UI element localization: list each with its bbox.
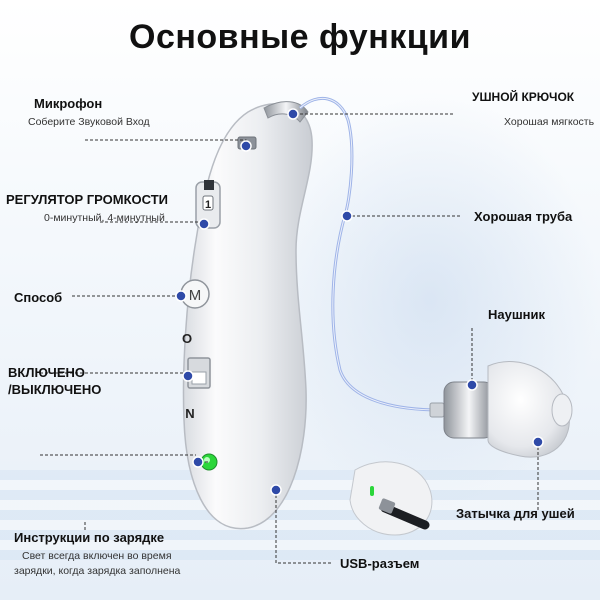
label-power-line2: /ВЫКЛЮЧЕНО xyxy=(8,382,102,397)
page-title: Основные функции xyxy=(129,18,471,56)
label-volume-desc: 0-минутный, 4-минутный xyxy=(44,212,165,224)
leader-lines xyxy=(40,113,539,564)
dot-microphone xyxy=(240,140,252,152)
label-mode-title: Способ xyxy=(14,290,63,305)
earpiece-connector xyxy=(429,402,445,418)
dot-power xyxy=(182,370,194,382)
background-stripes xyxy=(0,470,600,560)
earpiece-receiver xyxy=(443,381,495,439)
dot-earpiece xyxy=(466,379,478,391)
switch-n-letter: N xyxy=(185,406,194,421)
label-volume-title: РЕГУЛЯТОР ГРОМКОСТИ xyxy=(6,192,168,207)
label-tube-title: Хорошая труба xyxy=(474,209,573,224)
label-usb-title: USB-разъем xyxy=(340,556,420,571)
tube xyxy=(299,97,441,412)
switch-on-letter: O xyxy=(182,331,192,346)
dot-usb xyxy=(270,484,282,496)
label-microphone-title: Микрофон xyxy=(34,96,103,111)
label-charging-desc-line1: Свет всегда включен во время xyxy=(22,550,172,562)
ear-plug-dome xyxy=(487,361,570,458)
label-microphone-desc: Соберите Звуковой Вход xyxy=(28,116,150,128)
label-power-line1: ВКЛЮЧЕНО xyxy=(8,365,85,380)
dot-volume xyxy=(198,218,210,230)
label-ear-hook-desc: Хорошая мягкость xyxy=(504,116,595,128)
marker-dots xyxy=(175,108,544,496)
dot-ear-hook xyxy=(287,108,299,120)
dot-ear-plug xyxy=(532,436,544,448)
label-earpiece-title: Наушник xyxy=(488,307,546,322)
label-charging-title: Инструкции по зарядке xyxy=(14,530,165,545)
dot-mode xyxy=(175,290,187,302)
volume-wheel-mark: 1 xyxy=(205,199,211,211)
dot-tube xyxy=(341,210,353,222)
mode-button-letter: M xyxy=(189,287,202,304)
label-charging-desc-line2: зарядки, когда зарядка заполнена xyxy=(14,565,181,577)
label-ear-hook-title: УШНОЙ КРЮЧОК xyxy=(472,90,575,104)
label-ear-plug-title: Затычка для ушей xyxy=(456,506,575,521)
dot-charging xyxy=(192,456,204,468)
